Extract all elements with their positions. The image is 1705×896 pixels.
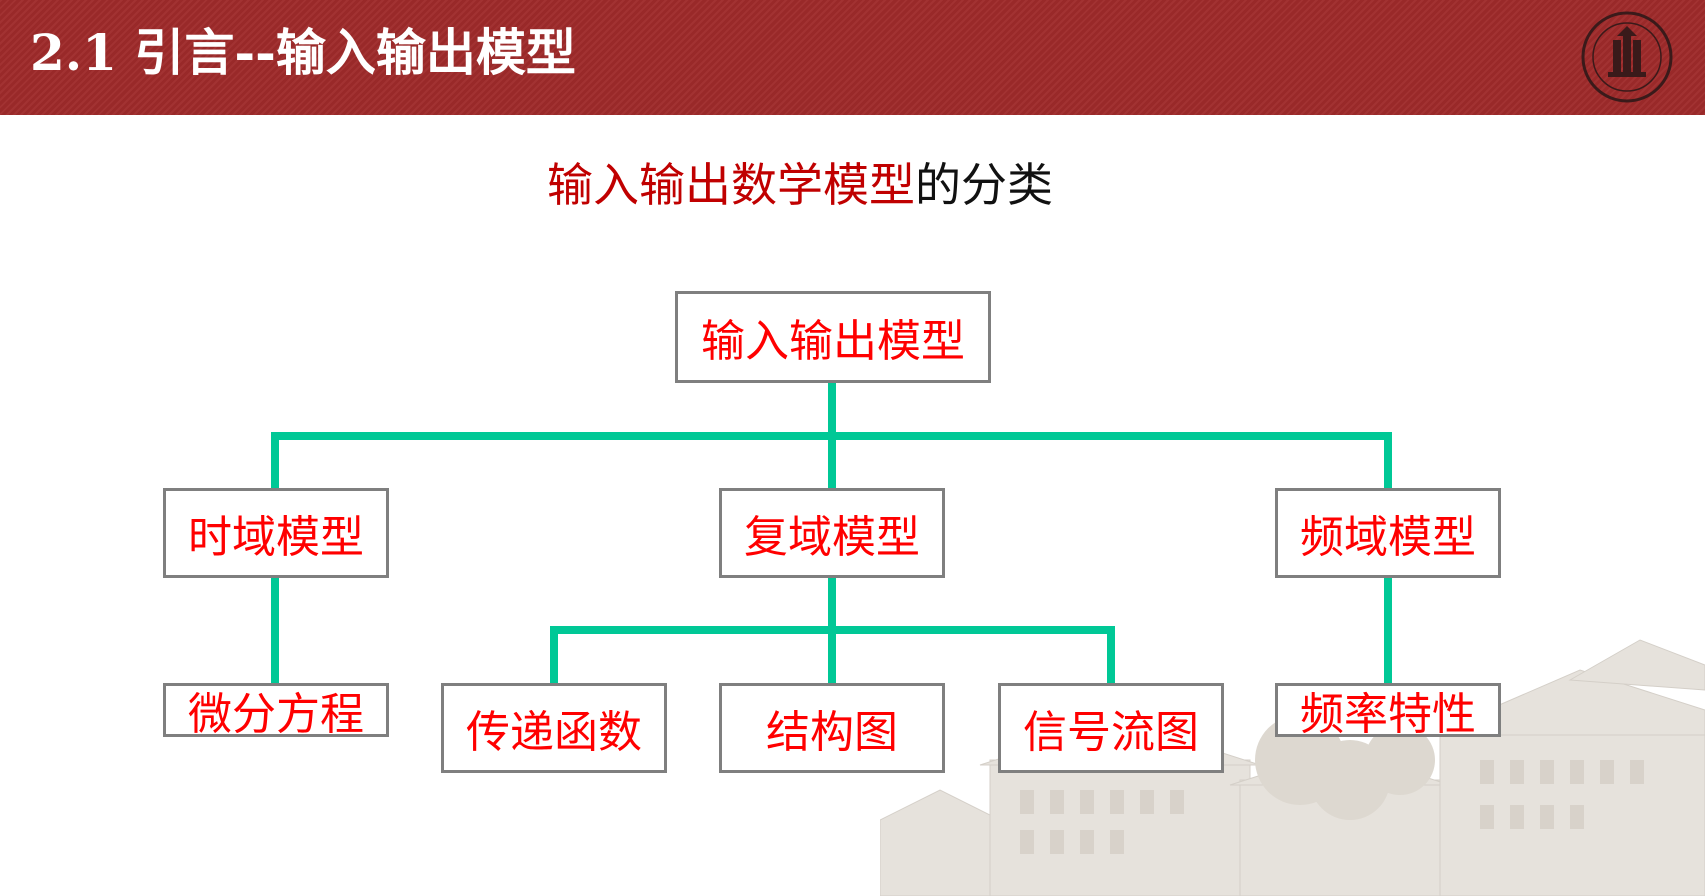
signal-flow-graph-node: 信号流图: [998, 683, 1224, 773]
title-bar: 2.1 引言--输入输出模型: [0, 0, 1705, 115]
heading-black-part: 的分类: [915, 158, 1053, 212]
complex-domain-node: 复域模型: [719, 488, 945, 578]
differential-equation-node: 微分方程: [163, 683, 389, 740]
time-domain-node: 时域模型: [163, 488, 389, 578]
transfer-function-node: 传递函数: [441, 683, 667, 773]
frequency-characteristic-node: 频率特性: [1275, 683, 1501, 740]
heading-red-part: 输入输出数学模型: [547, 158, 915, 212]
diagram-heading: 输入输出数学模型的分类: [0, 150, 1600, 220]
slide-title: 2.1 引言--输入输出模型: [30, 23, 576, 82]
frequency-domain-node: 频域模型: [1275, 488, 1501, 578]
root-node: 输入输出模型: [675, 291, 991, 383]
university-emblem-icon: [1581, 11, 1673, 103]
block-diagram-node: 结构图: [719, 683, 945, 773]
